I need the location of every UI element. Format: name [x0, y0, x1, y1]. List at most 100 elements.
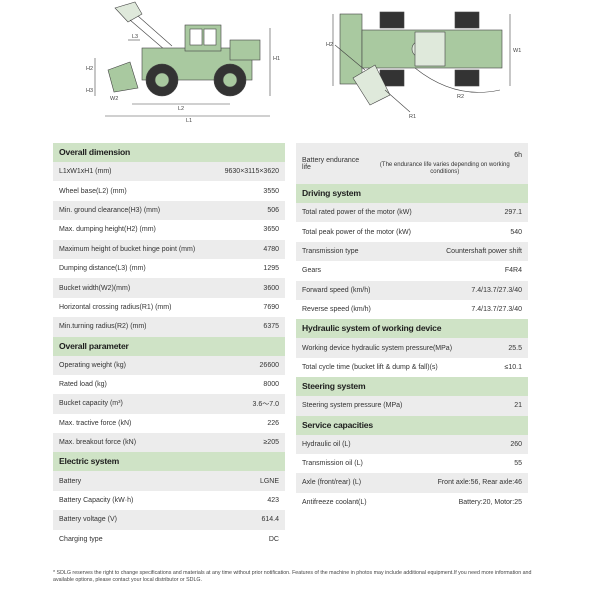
spec-label: Horizontal crossing radius(R1) (mm): [59, 303, 172, 311]
spec-label: Reverse speed (km/h): [302, 306, 371, 314]
spec-label: Maximum height of bucket hinge point (mm…: [59, 245, 196, 253]
section-electric-system: Electric system: [53, 452, 285, 472]
spec-value: Countershaft power shift: [446, 247, 522, 255]
right-spec-column: Battery endurance life 6h (The endurance…: [296, 143, 528, 512]
spec-label: Total peak power of the motor (kW): [302, 228, 411, 236]
spec-value: 1295: [263, 265, 279, 273]
spec-row: Antifreeze coolant(L) Battery:20, Motor:2…: [296, 493, 528, 512]
spec-label: Axle (front/rear) (L): [302, 479, 362, 487]
spec-value: 8000: [263, 381, 279, 389]
spec-row: L1xW1xH1 (mm) 9630×3115×3620: [53, 162, 285, 182]
spec-label: Bucket width(W2)(mm): [59, 284, 131, 292]
spec-label: Forward speed (km/h): [302, 286, 371, 294]
left-spec-column: Overall dimension L1xW1xH1 (mm) 9630×3115…: [53, 143, 285, 549]
spec-label: Hydraulic oil (L): [302, 440, 351, 448]
section-driving-system: Driving system: [296, 184, 528, 203]
spec-value: F4R4: [504, 267, 522, 275]
spec-value: 7.4/13.7/27.3/40: [471, 306, 522, 314]
spec-row: Hydraulic oil (L) 260: [296, 434, 528, 454]
spec-row: Max. tractive force (kN) 226: [53, 414, 285, 433]
spec-row: Battery LGNE: [53, 471, 285, 491]
spec-label: Battery Capacity (kW·h): [59, 497, 134, 505]
spec-label: Battery voltage (V): [59, 516, 117, 524]
spec-row: Total peak power of the motor (kW)540: [296, 222, 528, 241]
spec-value: DC: [268, 535, 279, 543]
spec-label: Battery: [59, 477, 82, 485]
spec-label: Gears: [302, 267, 322, 275]
spec-row: Max. dumping height(H2) (mm) 3650: [53, 220, 285, 239]
spec-value: 506: [267, 206, 279, 214]
spec-value: 3550: [263, 187, 279, 195]
spec-value: ≥205: [263, 439, 279, 447]
spec-row: Min.turning radius(R2) (mm)6375: [53, 317, 285, 337]
spec-label: Battery endurance life: [302, 156, 360, 171]
label-r2: R2: [457, 94, 464, 100]
spec-row: Maximum height of bucket hinge point (mm…: [53, 239, 285, 259]
label-l3: L3: [132, 34, 138, 40]
spec-value: 3650: [263, 226, 279, 234]
spec-row: Working device hydraulic system pressure…: [296, 338, 528, 358]
spec-label: Dumping distance(L3) (mm): [59, 265, 146, 273]
spec-value: 6h: [514, 151, 522, 159]
section-hydraulic-system: Hydraulic system of working device: [296, 319, 528, 339]
spec-value: 614.4: [261, 516, 279, 524]
spec-row: Battery voltage (V) 614.4: [53, 510, 285, 530]
spec-row: Battery Capacity (kW·h) 423: [53, 491, 285, 510]
spec-row: Transmission type Countershaft power shif…: [296, 241, 528, 262]
spec-label: Max. tractive force (kN): [59, 419, 132, 427]
spec-row: Total rated power of the motor (kW) 297.1: [296, 203, 528, 223]
spec-value: 21: [514, 402, 522, 410]
spec-row: Rated load (kg) 8000: [53, 375, 285, 394]
spec-label: Rated load (kg): [59, 381, 107, 389]
label-l2: L2: [178, 106, 184, 112]
section-overall-dimension: Overall dimension: [53, 143, 285, 162]
spec-value: 4780: [263, 245, 279, 253]
spec-value: 423: [267, 497, 279, 505]
label-h3: H3: [86, 88, 93, 94]
label-h1: H1: [273, 56, 280, 62]
spec-row: Steering system pressure (MPa)21: [296, 396, 528, 416]
spec-row: Bucket capacity (m³) 3.6～7.0: [53, 394, 285, 414]
disclaimer-footnote: * SDLG reserves the right to change spec…: [53, 570, 532, 584]
spec-note: (The endurance life varies depending on …: [379, 161, 510, 175]
spec-label: Wheel base(L2) (mm): [59, 187, 127, 195]
spec-row: Gears F4R4: [296, 261, 528, 280]
spec-label: Max. dumping height(H2) (mm): [59, 226, 156, 234]
spec-row: Max. breakout force (kN) ≥205: [53, 433, 285, 453]
spec-row: Dumping distance(L3) (mm) 1295: [53, 259, 285, 278]
spec-value: Battery:20, Motor:25: [458, 498, 522, 506]
spec-value: 7690: [263, 303, 279, 311]
spec-value: 26600: [259, 361, 279, 369]
battery-endurance-row: Battery endurance life 6h (The endurance…: [296, 143, 528, 184]
spec-row: Transmission oil (L) 55: [296, 454, 528, 473]
label-w2: W2: [110, 96, 118, 102]
spec-value: 297.1: [504, 209, 522, 217]
spec-label: Transmission oil (L): [302, 460, 363, 468]
spec-row: Forward speed (km/h)7.4/13.7/27.3/40: [296, 280, 528, 300]
side-view-drawing: L3 H2 H3 H1 W2 L2 L1: [80, 0, 290, 125]
spec-label: L1xW1xH1 (mm): [59, 168, 112, 176]
spec-value: 226: [267, 419, 279, 427]
top-view-drawing: H2 W1 R1 R2: [325, 0, 525, 125]
spec-label: Total rated power of the motor (kW): [302, 209, 412, 217]
label-top-h2: H2: [326, 42, 333, 48]
spec-label: Operating weight (kg): [59, 361, 126, 369]
spec-value: 260: [510, 440, 522, 448]
spec-row: Bucket width(W2)(mm) 3600: [53, 278, 285, 298]
spec-value: 3600: [263, 284, 279, 292]
spec-value: LGNE: [259, 477, 279, 485]
label-l1: L1: [186, 118, 192, 124]
spec-value: 9630×3115×3620: [224, 168, 279, 176]
spec-value: 3.6～7.0: [252, 400, 279, 408]
spec-row: Min. ground clearance(H3) (mm) 506: [53, 200, 285, 221]
spec-row: Horizontal crossing radius(R1) (mm) 7690: [53, 298, 285, 317]
spec-label: Antifreeze coolant(L): [302, 498, 367, 506]
spec-label: Min.turning radius(R2) (mm): [59, 323, 147, 331]
spec-label: Min. ground clearance(H3) (mm): [59, 206, 161, 214]
spec-label: Bucket capacity (m³): [59, 400, 123, 408]
spec-value: 55: [514, 460, 522, 468]
spec-label: Transmission type: [302, 247, 359, 255]
spec-label: Max. breakout force (kN): [59, 439, 137, 447]
spec-row: Total cycle time (bucket lift & dump & f…: [296, 358, 528, 377]
